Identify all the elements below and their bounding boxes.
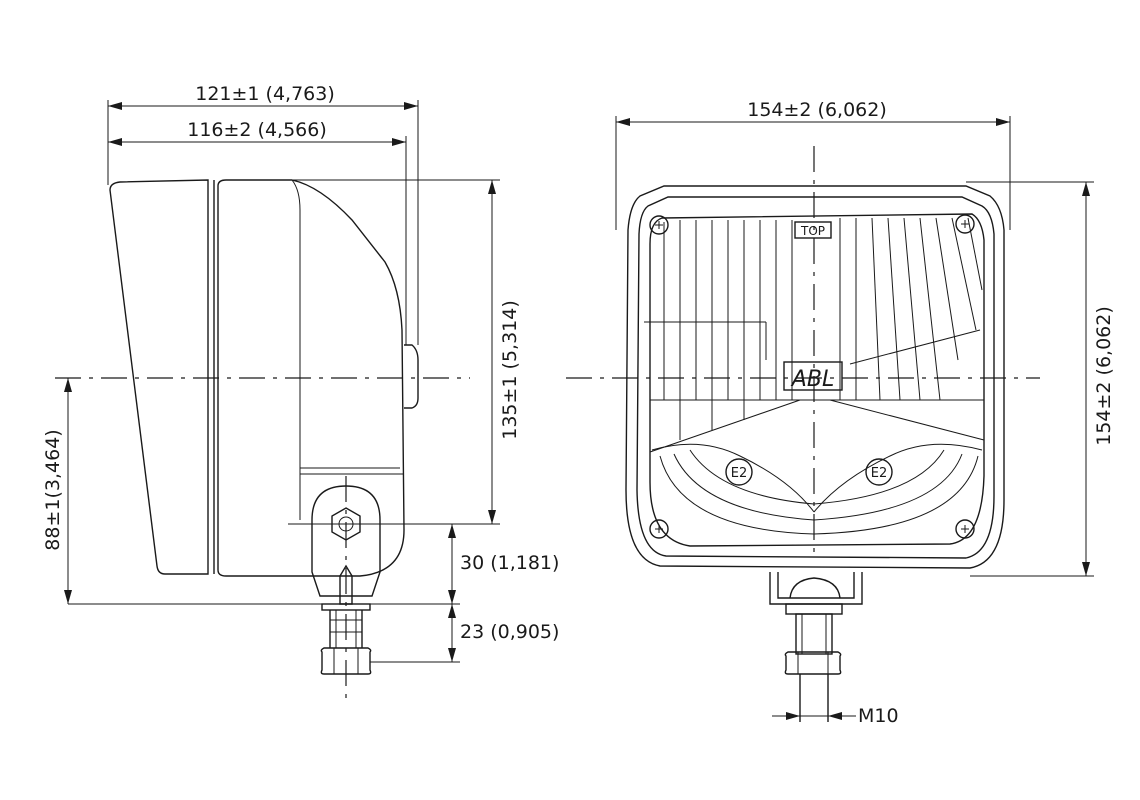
top-marking-box	[794, 221, 832, 239]
top-marking: TOP	[800, 224, 825, 238]
side-overall-length-label: 121±1 (4,763)	[195, 83, 335, 105]
brand-logo-box	[783, 361, 843, 391]
side-dimension-lines	[64, 100, 500, 663]
front-dimension-lines	[615, 116, 1094, 720]
side-housing-length-label: 116±2 (4,566)	[187, 119, 327, 141]
approval-mark-right	[865, 458, 893, 486]
approval-mark-right-text: E2	[871, 466, 888, 481]
screw-top-right	[955, 214, 975, 234]
front-width-label: 154±2 (6,062)	[747, 99, 887, 121]
brand-logo: ABL	[790, 367, 834, 392]
bolt-length-label: 23 (0,905)	[460, 621, 559, 643]
side-center-height-label: 88±1(3,464)	[42, 429, 64, 550]
thread-size-label: M10	[858, 705, 899, 727]
side-height-label: 135±1 (5,314)	[499, 300, 521, 440]
approval-mark-left	[725, 458, 753, 486]
front-height-label: 154±2 (6,062)	[1093, 306, 1115, 446]
lens-ribs	[663, 217, 983, 440]
side-view	[55, 179, 470, 700]
screw-top-left	[649, 215, 669, 235]
screw-bottom-right	[955, 519, 975, 539]
approval-mark-left-text: E2	[731, 466, 748, 481]
front-view	[566, 146, 1040, 722]
bracket-height-label: 30 (1,181)	[460, 552, 559, 574]
screw-bottom-left	[649, 519, 669, 539]
